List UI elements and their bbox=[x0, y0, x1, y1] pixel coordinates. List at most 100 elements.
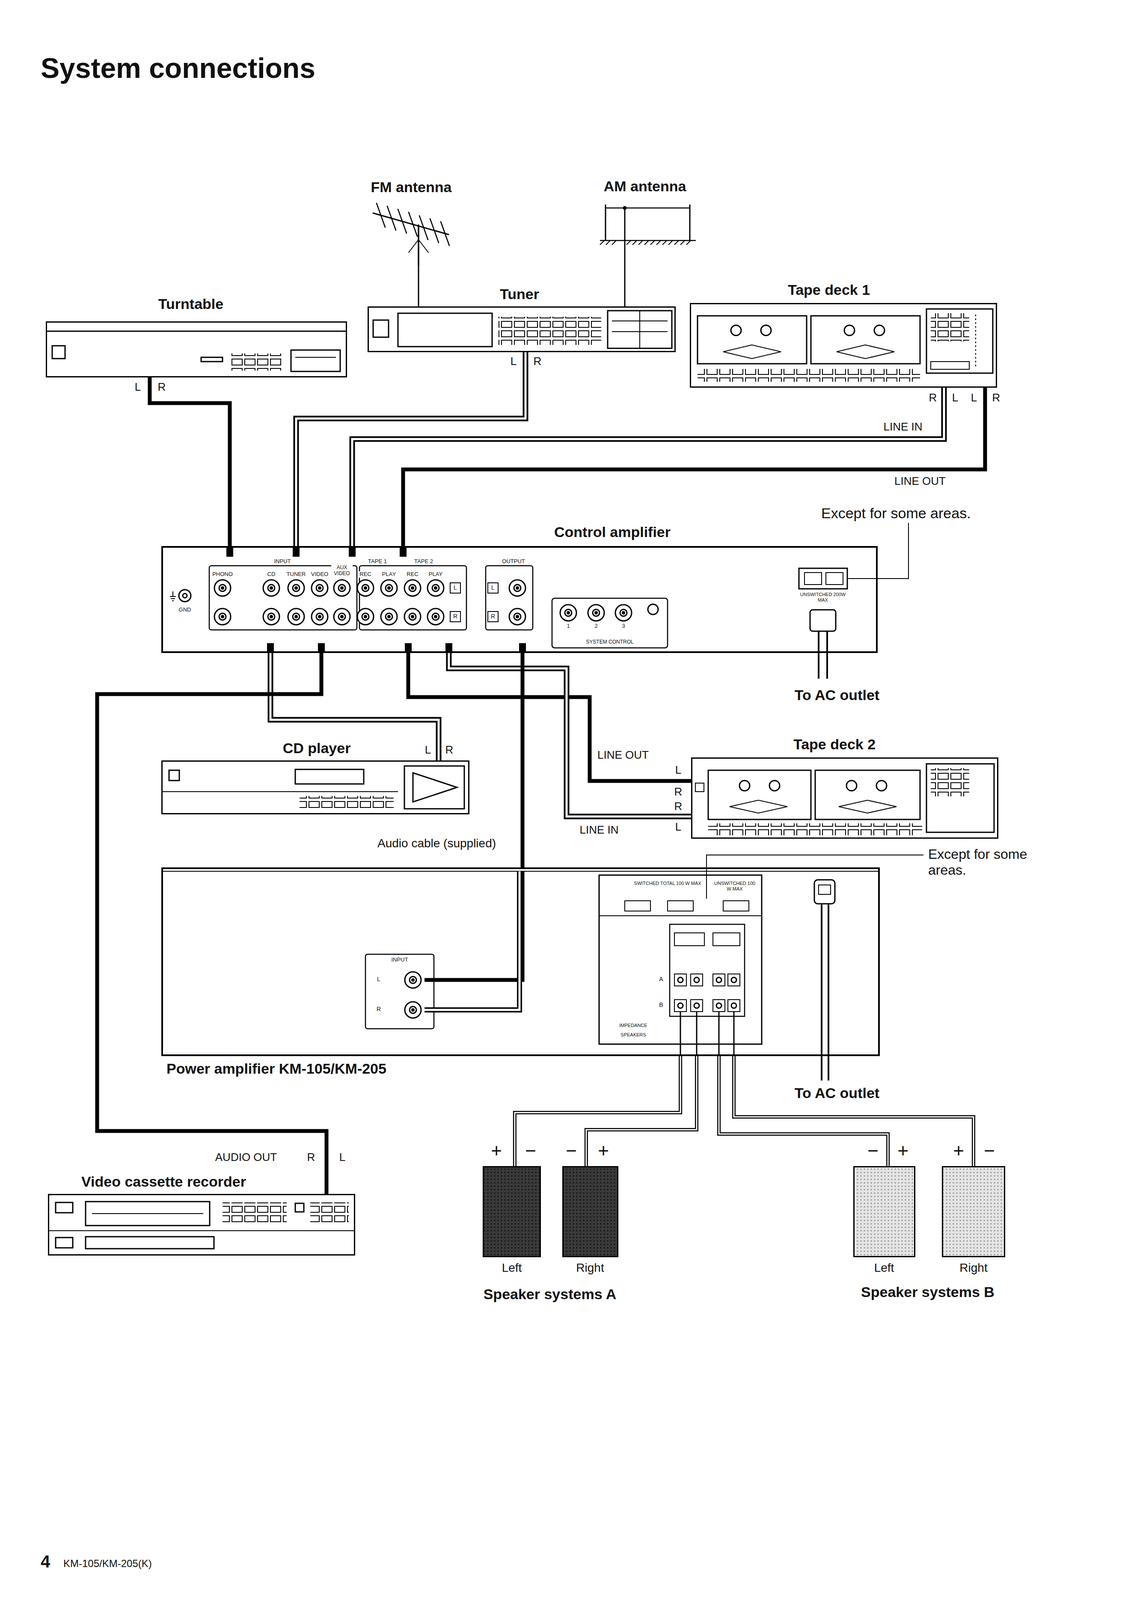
power-amplifier-panel bbox=[667, 900, 694, 912]
turntable-drawing bbox=[231, 353, 283, 371]
control-amplifier-panel bbox=[333, 579, 351, 597]
power-amplifier-panel bbox=[727, 999, 740, 1012]
audio-cable-stroke bbox=[270, 653, 439, 761]
vcr-drawing bbox=[92, 1213, 204, 1215]
node-heading: Tape deck 1 bbox=[787, 281, 870, 299]
tuner-drawing bbox=[607, 310, 672, 349]
panel-label: L bbox=[490, 584, 496, 591]
edge-label: LINE OUT bbox=[892, 474, 948, 488]
control-amplifier-panel bbox=[380, 608, 398, 625]
am-antenna-drawing bbox=[689, 204, 691, 241]
turntable-drawing bbox=[52, 345, 66, 359]
control-amplifier-panel bbox=[311, 579, 328, 597]
device-box: Tape deck 1 bbox=[689, 302, 998, 388]
polarity-mark: + bbox=[596, 1139, 611, 1162]
node-heading: Right bbox=[959, 1261, 988, 1275]
polarity-mark: − bbox=[982, 1139, 997, 1162]
channel-mark: R bbox=[305, 1151, 318, 1164]
control-amplifier-panel bbox=[169, 591, 176, 601]
power-amplifier-panel bbox=[669, 924, 745, 1017]
panel-label: R bbox=[452, 612, 459, 620]
fm-antenna-drawing bbox=[408, 212, 418, 237]
vcr-drawing bbox=[55, 1202, 73, 1213]
panel-label: PHONO bbox=[211, 571, 234, 578]
channel-mark: L bbox=[969, 391, 979, 405]
power-amplifier-panel bbox=[677, 977, 683, 983]
power-amplifier-panel bbox=[731, 1003, 737, 1009]
control-amplifier-panel bbox=[615, 604, 632, 621]
control-amplifier-panel bbox=[848, 522, 909, 579]
tape-deck-2-drawing bbox=[846, 780, 857, 791]
control-amplifier-panel bbox=[263, 579, 280, 597]
audio-cable-stroke bbox=[448, 653, 692, 817]
fm-antenna-drawing bbox=[373, 203, 450, 266]
amplifier-box: Power amplifier KM-105/KM-205 bbox=[161, 867, 880, 1057]
power-amplifier-panel bbox=[690, 999, 703, 1012]
node-heading: Control amplifier bbox=[554, 523, 671, 541]
tuner-drawing bbox=[373, 310, 672, 349]
control-amplifier-panel bbox=[333, 608, 351, 625]
node-heading: Right bbox=[575, 1261, 604, 1275]
audio-cable bbox=[408, 653, 692, 781]
panel-label: B bbox=[658, 1001, 664, 1009]
speaker-wire-stroke bbox=[733, 1056, 974, 1167]
fm-antenna-drawing bbox=[440, 221, 450, 246]
control-amplifier-panel bbox=[263, 608, 280, 625]
control-amplifier-panel bbox=[810, 609, 836, 632]
tape-deck-2-drawing bbox=[876, 780, 887, 791]
speaker-grille bbox=[482, 1166, 541, 1258]
channel-mark: L bbox=[133, 380, 143, 394]
plug bbox=[399, 547, 407, 557]
panel-label: R bbox=[375, 1005, 382, 1013]
tape-deck-2-drawing bbox=[739, 780, 750, 791]
fm-antenna-drawing bbox=[418, 239, 429, 253]
power-amplifier-panel bbox=[424, 871, 520, 1010]
antenna-icon: AM antenna bbox=[602, 201, 695, 245]
panel-label: L bbox=[376, 975, 382, 983]
audio-cable-stroke bbox=[408, 653, 692, 781]
power-amplifier-panel bbox=[674, 999, 687, 1012]
plug bbox=[317, 643, 325, 653]
speaker-box: Right bbox=[562, 1166, 619, 1258]
turntable-drawing bbox=[295, 356, 336, 358]
tape-deck-1-drawing bbox=[975, 314, 977, 369]
audio-cable bbox=[296, 352, 526, 547]
power-amplifier-panel bbox=[712, 999, 725, 1012]
am-antenna-drawing bbox=[605, 207, 690, 209]
tape-deck-1-drawing bbox=[874, 325, 885, 336]
tape-deck-2-drawing bbox=[708, 770, 811, 820]
cd-player-drawing bbox=[169, 770, 180, 781]
antenna-lead bbox=[624, 244, 626, 307]
plug bbox=[267, 643, 274, 653]
control-amplifier-panel bbox=[178, 589, 191, 602]
power-amplifier-panel bbox=[712, 932, 740, 946]
power-amplifier-panel bbox=[731, 977, 737, 983]
vcr-drawing bbox=[222, 1202, 287, 1224]
antenna-lead-stroke bbox=[624, 244, 626, 307]
audio-cable-stroke bbox=[149, 377, 230, 547]
panel-label: REC bbox=[405, 571, 419, 578]
audio-cable-stroke bbox=[448, 653, 692, 817]
control-amplifier-panel bbox=[552, 598, 668, 648]
control-amplifier-panel bbox=[647, 604, 659, 615]
plug bbox=[445, 643, 453, 653]
vcr-drawing bbox=[85, 1236, 214, 1249]
antenna-lead-stroke bbox=[418, 265, 420, 307]
group-name: Speaker systems B bbox=[859, 1283, 997, 1301]
control-amplifier-panel bbox=[817, 631, 820, 679]
control-amplifier-panel bbox=[287, 579, 305, 597]
audio-cable-stroke bbox=[296, 352, 526, 547]
tuner-drawing bbox=[498, 316, 602, 345]
callout-number: 3 bbox=[620, 623, 626, 630]
audio-cable-stroke bbox=[403, 387, 986, 547]
control-amplifier-panel bbox=[587, 604, 605, 621]
channel-mark: R bbox=[927, 391, 939, 405]
channel-mark: L bbox=[337, 1151, 348, 1164]
node-heading: CD player bbox=[282, 739, 351, 757]
panel-label: SPEAKERS bbox=[619, 1032, 647, 1038]
fm-antenna-drawing bbox=[387, 206, 396, 231]
speaker-box: Right bbox=[941, 1166, 1006, 1258]
panel-label: REC bbox=[358, 571, 372, 578]
audio-cable bbox=[97, 653, 327, 1194]
